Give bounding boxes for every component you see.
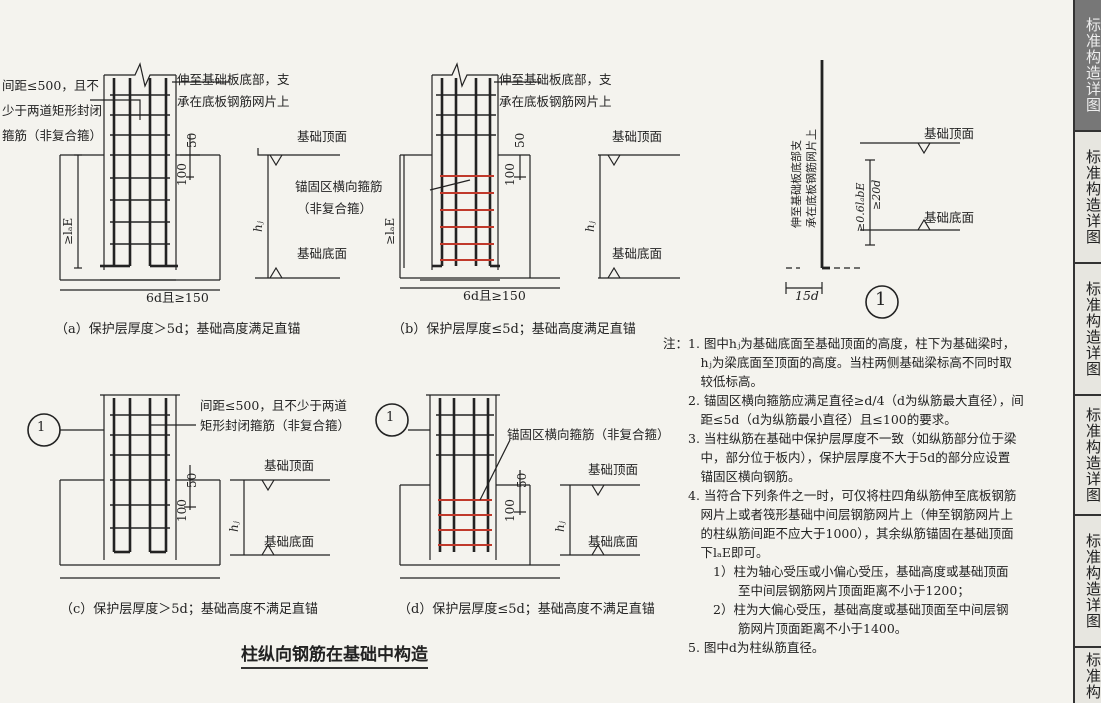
side-tab[interactable]: 标准构造详图 [1075,396,1101,516]
side-tab[interactable]: 标准构造详图 [1075,264,1101,396]
detail-dim-20d: ≥20d [870,180,883,210]
note-line: 注：1. 图中hⱼ为基础底面至基础顶面的高度，柱下为基础梁时， [663,336,1016,351]
note-line: 的柱纵筋间距不应大于1000），其余纵筋锚固在基础顶面 [663,526,1014,541]
fig-d-ref-number: 1 [386,410,395,425]
detail-bar-note-2: 承在底板钢筋网片上 [804,129,818,228]
fig-c-caption: （c）保护层厚度＞5d；基础高度不满足直锚 [60,602,318,617]
fig-b-stirrup-note-2: （非复合箍） [297,201,373,216]
fig-c-ref-number: 1 [37,420,46,435]
detail-number: 1 [875,289,887,310]
fig-c-dim-50: 50 [185,473,199,488]
note-line: 距≤5d（d为纵筋最小直径）且≤100的要求。 [663,412,957,427]
fig-b-top-label: 基础顶面 [612,129,663,144]
side-tab[interactable]: 标准构造详图 [1075,0,1101,132]
fig-c-dim-100: 100 [175,499,189,522]
note-line: 锚固区横向钢筋。 [663,469,801,484]
fig-b-dim-50: 50 [513,133,527,148]
side-tab[interactable]: 标准构 [1084,651,1101,700]
fig-b-bend-note: 6d且≥150 [463,288,526,303]
fig-a-caption: （a）保护层厚度＞5d；基础高度满足直锚 [55,322,301,337]
detail-bar-note-1: 伸至基础板底部支 [789,140,803,228]
note-line: 3. 当柱纵筋在基础中保护层厚度不一致（如纵筋部分位于梁 [663,431,1017,446]
fig-a-bend-note: 6d且≥150 [146,290,209,305]
figure-a-drawing [59,62,340,291]
fig-b-bottom-label: 基础底面 [612,246,663,261]
fig-a-dim-lae: ≥lₐE [61,218,75,245]
fig-b-stirrup-note-1: 锚固区横向箍筋 [295,179,383,194]
fig-c-top-label: 基础顶面 [264,458,315,473]
side-tab[interactable]: 标准构造详图 [1075,132,1101,264]
side-tab[interactable]: 标准构造详图 [1075,516,1101,648]
note-line: 较低标高。 [663,374,764,389]
note-line: 5. 图中d为柱纵筋直径。 [663,640,825,655]
fig-a-dim-100: 100 [175,163,189,186]
fig-b-dim-lae: ≥lₐE [383,218,397,245]
fig-a-top-label: 基础顶面 [297,129,348,144]
fig-a-spacing-note-2: 少于两道矩形封闭 [2,103,103,118]
fig-a-bar-note-1: 伸至基础板底部，支 [177,72,290,87]
main-title: 柱纵向钢筋在基础中构造 [241,640,428,669]
fig-d-dim-100: 100 [503,499,517,522]
fig-b-bar-note-2: 承在底板钢筋网片上 [499,94,612,109]
note-line: 4. 当符合下列条件之一时，可仅将柱四角纵筋伸至底板钢筋 [663,488,1017,503]
fig-a-spacing-note-3: 箍筋（非复合箍） [2,128,103,143]
fig-d-top-label: 基础顶面 [588,462,639,477]
fig-c-dim-hj: hⱼ [227,520,241,532]
detail-dim-lab: ≥0.6lₐbE [854,183,867,232]
fig-a-dim-50: 50 [185,133,199,148]
note-line: 中，部分位于板内），保护层厚度不大于5d的部分应设置 [663,450,1011,465]
fig-d-stirrup-note: 锚固区横向箍筋（非复合箍） [507,427,670,442]
fig-a-spacing-note-1: 间距≤500，且不 [2,78,99,93]
fig-c-bottom-label: 基础底面 [264,534,315,549]
note-line: 2）柱为大偏心受压，基础高度或基础顶面至中间层钢 [663,602,1009,617]
note-line: 网片上或者筏形基础中间层钢筋网片上（伸至钢筋网片上 [663,507,1014,522]
fig-d-bottom-label: 基础底面 [588,534,639,549]
figure-b-drawing [399,62,680,289]
fig-d-dim-hj: hⱼ [553,520,567,532]
fig-a-bar-note-2: 承在底板钢筋网片上 [177,94,290,109]
note-line: 下lₐE即可。 [663,545,769,560]
figure-c-drawing [27,394,330,579]
detail-1-drawing [785,60,960,319]
notes-block: 注：1. 图中hⱼ为基础底面至基础顶面的高度，柱下为基础梁时， hⱼ为梁底面至顶… [663,334,1073,657]
fig-a-bottom-label: 基础底面 [297,246,348,261]
detail-bottom-label: 基础底面 [924,210,975,225]
fig-a-dim-hj: hⱼ [251,220,265,232]
construction-drawing: 50 100 ≥lₐE hⱼ 50 100 ≥lₐE hⱼ 50 100 hⱼ … [27,60,960,579]
fig-b-caption: （b）保护层厚度≤5d；基础高度满足直锚 [392,322,636,337]
fig-c-spacing-note-1: 间距≤500，且不少于两道 [200,398,347,413]
note-line: 至中间层钢筋网片顶面距离不小于1200； [663,583,970,598]
fig-d-caption: （d）保护层厚度≤5d；基础高度不满足直锚 [398,602,655,617]
fig-b-bar-note-1: 伸至基础板底部，支 [499,72,612,87]
side-tabs: 标准构造详图 标准构造详图 标准构造详图 标准构造详图 标准构造详图 标准构 [1073,0,1101,703]
note-line: 1）柱为轴心受压或小偏心受压，基础高度或基础顶面 [663,564,1009,579]
fig-c-spacing-note-2: 矩形封闭箍筋（非复合箍） [200,418,351,433]
detail-dim-15d: 15d [795,288,819,303]
figure-d-drawing [375,394,640,579]
fig-b-dim-hj: hⱼ [583,220,597,232]
note-line: 2. 锚固区横向箍筋应满足直径≥d/4（d为纵筋最大直径），间 [663,393,1024,408]
note-line: 筋网片顶面距离不小于1400。 [663,621,908,636]
detail-top-label: 基础顶面 [924,126,975,141]
fig-d-dim-50: 50 [515,473,529,488]
note-line: hⱼ为梁底面至顶面的高度。当柱两侧基础梁标高不同时取 [663,355,1012,370]
fig-b-dim-100: 100 [503,163,517,186]
